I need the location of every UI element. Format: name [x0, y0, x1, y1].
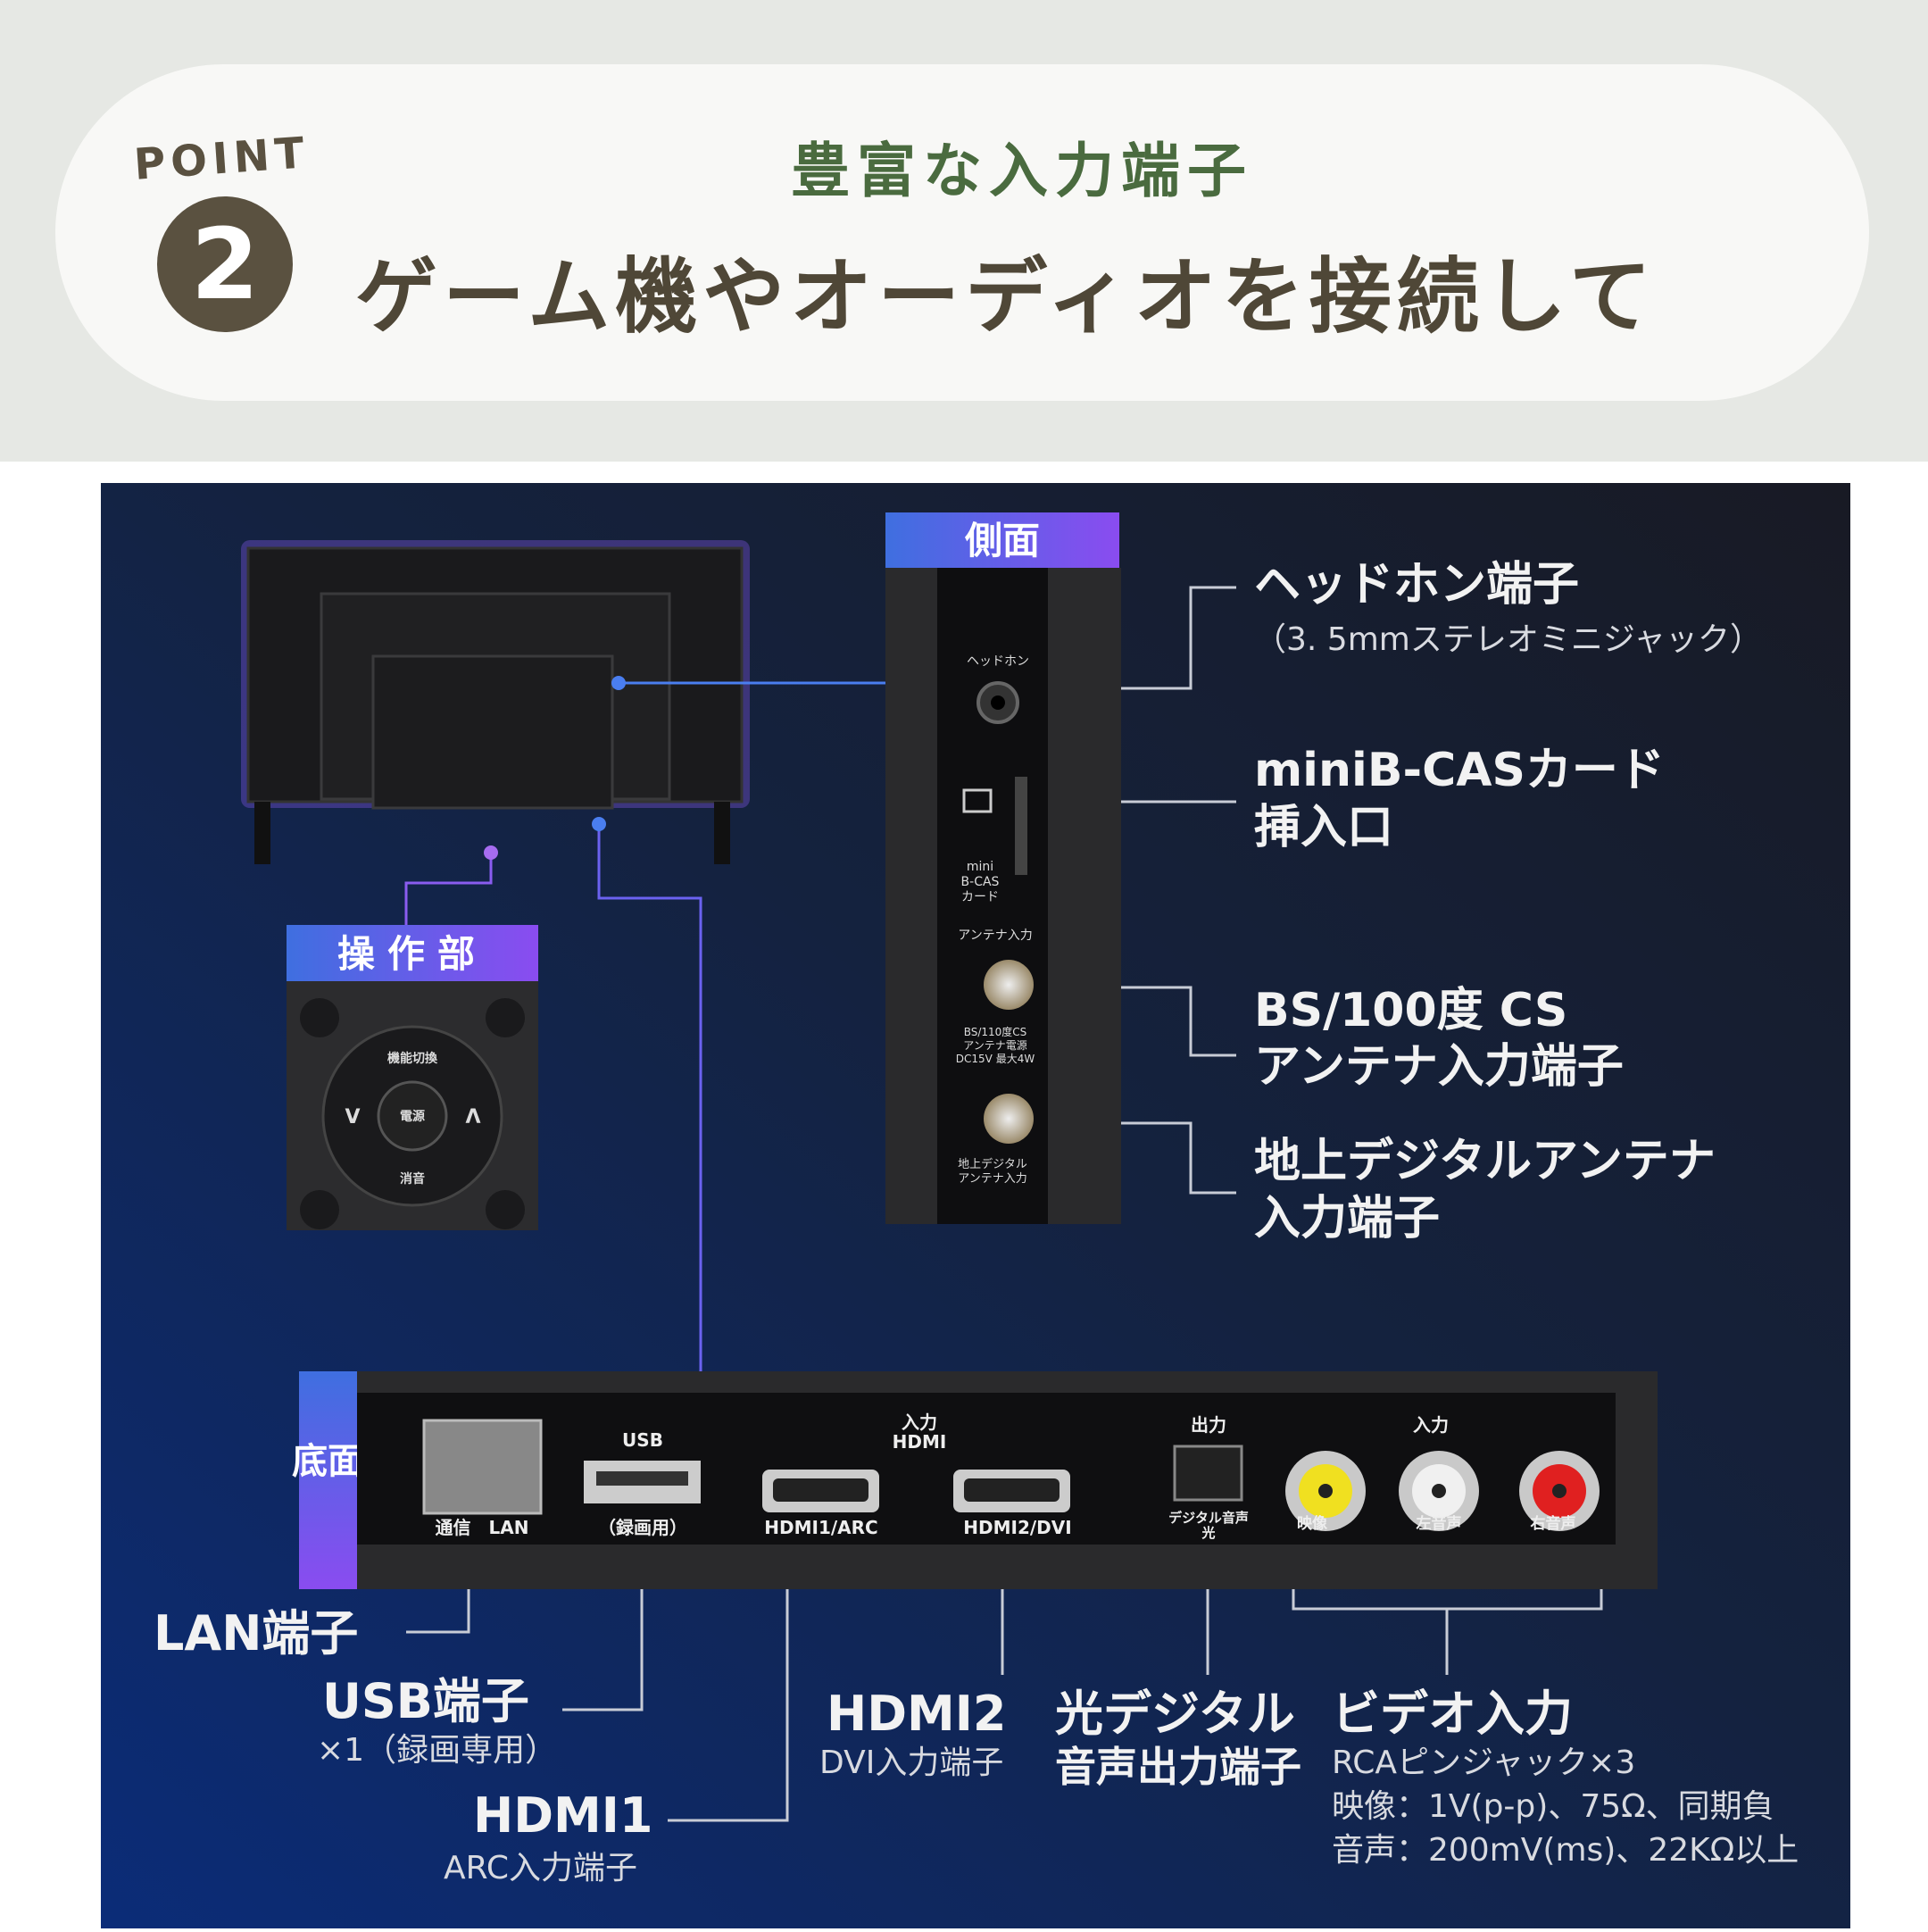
print-down: V [345, 1106, 360, 1128]
tv-side-marker [611, 676, 626, 690]
print-left: 左音声 [1417, 1514, 1462, 1533]
tv-control-marker [484, 845, 498, 860]
control-label: 操作部 [337, 932, 487, 976]
bs-cs-label: BS/100度 CS [1254, 984, 1567, 1037]
tv-bottom-marker [592, 817, 606, 831]
terrestrial-label2: 入力端子 [1254, 1192, 1440, 1245]
print-antenna: アンテナ入力 [958, 929, 1032, 943]
print-right: 右音声 [1531, 1514, 1576, 1533]
side-panel-image: ヘッドホン mini B-CAS カード アンテナ入力 BS/110度CS アン… [885, 568, 1121, 1224]
page-title: ゲーム機やオーディオを接続して [355, 249, 1658, 345]
point-number-badge: 2 [157, 196, 293, 332]
print-terr1: 地上デジタル [958, 1157, 1027, 1171]
print-func: 機能切換 [387, 1051, 438, 1066]
print-card2: B-CAS [961, 875, 1000, 889]
video-label: ビデオ入力 [1332, 1686, 1573, 1742]
terminal-diagram: 側面 ヘッドホン mini B-CAS カード アンテナ入力 BS/110度CS… [101, 483, 1850, 1928]
print-bs2: アンテナ電源 [963, 1039, 1027, 1052]
side-label-bg [885, 512, 1119, 568]
print-optical2: 光 [1201, 1525, 1215, 1541]
print-headphone: ヘッドホン [967, 654, 1029, 669]
video-spec-2: 音声：200mV(ms)、22KΩ以上 [1332, 1832, 1799, 1869]
bs-cs-label2: アンテナ入力端子 [1254, 1040, 1624, 1094]
bottom-label-bg [299, 1371, 357, 1589]
bottom-label: 底面 [292, 1441, 363, 1482]
print-optical: デジタル音声 [1168, 1510, 1249, 1526]
usb-sub: ×1（録画専用） [317, 1732, 557, 1769]
print-power: 電源 [400, 1109, 425, 1124]
optical-label: 光デジタル [1055, 1686, 1295, 1742]
video-spec-1: 映像：1V(p-p)、75Ω、同期負 [1332, 1788, 1774, 1825]
print-mute: 消音 [400, 1171, 425, 1187]
print-card3: カード [961, 890, 999, 904]
print-card1: mini [967, 860, 993, 874]
minibcas-label: miniB-CASカード [1254, 744, 1665, 797]
control-panel-image: 機能切換 電源 消音 V Λ [287, 981, 538, 1230]
usb-label: USB端子 [322, 1673, 529, 1729]
minibcas-label2: 挿入口 [1254, 801, 1393, 854]
print-lan: 通信 LAN [436, 1517, 529, 1538]
terrestrial-label: 地上デジタルアンテナ [1254, 1135, 1716, 1188]
print-out: 出力 [1191, 1414, 1226, 1436]
print-hdmi1: HDMI1/ARC [764, 1517, 877, 1538]
subtitle: 豊富な入力端子 [791, 137, 1253, 205]
lan-label: LAN端子 [154, 1605, 358, 1661]
header-pill [55, 64, 1869, 401]
print-hdmi-in: 入力 [902, 1412, 937, 1433]
print-usb: USB [622, 1429, 663, 1451]
print-video: 映像 [1297, 1514, 1328, 1533]
bottom-panel-image: 通信 LAN USB （録画用） 入力 HDMI HDMI1/ARC HDMI2… [357, 1371, 1658, 1589]
print-bs3: DC15V 最大4W [956, 1053, 1035, 1065]
hdmi1-sub: ARC入力端子 [444, 1850, 637, 1886]
headphone-sub: （3. 5mmステレオミニジャック） [1254, 621, 1762, 658]
optical-sub: 音声出力端子 [1055, 1743, 1301, 1791]
video-sub: RCAピンジャック×3 [1332, 1745, 1635, 1781]
print-hdmi2: HDMI2/DVI [963, 1517, 1071, 1538]
print-bs1: BS/110度CS [964, 1025, 1027, 1038]
hdmi1-label: HDMI1 [473, 1787, 652, 1844]
hdmi2-sub: DVI入力端子 [819, 1745, 1003, 1781]
print-usb-sub: （録画用） [598, 1517, 687, 1538]
control-label-bg [287, 925, 538, 981]
print-hdmi-logo: HDMI [893, 1431, 947, 1453]
side-label: 側面 [964, 519, 1040, 562]
tv-back-image [241, 540, 750, 864]
hdmi2-label: HDMI2 [827, 1686, 1006, 1742]
print-terr2: アンテナ入力 [958, 1172, 1026, 1186]
print-up: Λ [465, 1106, 480, 1128]
headphone-label: ヘッドホン端子 [1254, 558, 1579, 612]
print-rca-in: 入力 [1413, 1414, 1449, 1436]
